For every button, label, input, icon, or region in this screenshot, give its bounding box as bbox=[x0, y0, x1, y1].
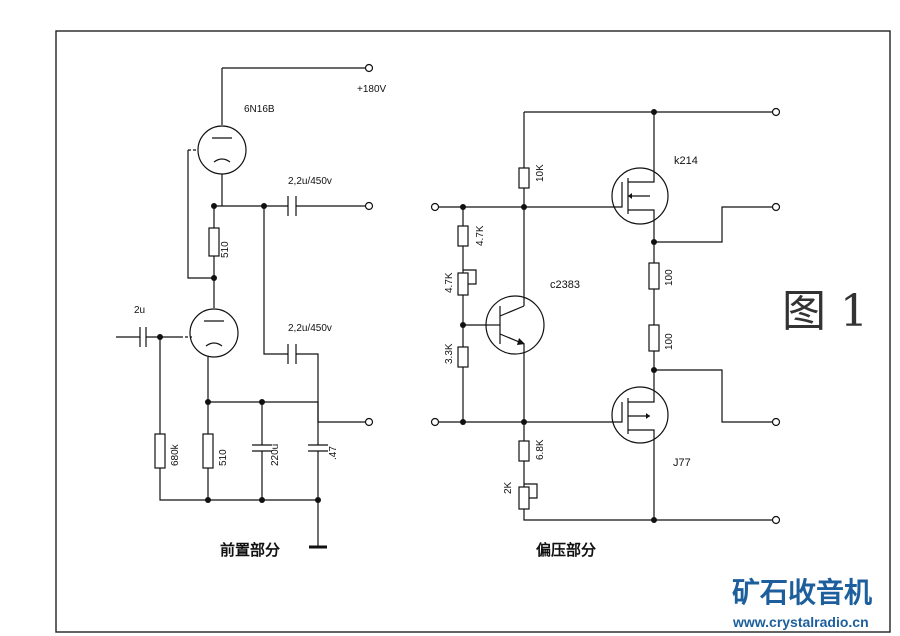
label-r-100-a: 100 bbox=[664, 269, 675, 286]
label-cap-upper: 2,2u/450v bbox=[288, 176, 332, 187]
label-r-10k: 10K bbox=[535, 164, 546, 182]
resistor-100-a bbox=[648, 262, 660, 290]
label-r-grid: 680k bbox=[170, 443, 181, 466]
bias-circuit bbox=[430, 107, 781, 525]
drawing-frame bbox=[55, 30, 891, 633]
label-r-100-b: 100 bbox=[664, 333, 675, 350]
label-cap-047: .47 bbox=[328, 446, 339, 460]
label-r-47k: 4.7K bbox=[475, 225, 486, 246]
label-r-33k: 3.3K bbox=[444, 343, 455, 364]
mosfet-j77 bbox=[611, 386, 669, 444]
label-cap-220u: 220u bbox=[270, 444, 281, 466]
capacitor-220u bbox=[252, 444, 272, 452]
resistor-6.8k bbox=[518, 440, 530, 462]
transistor-c2383 bbox=[485, 295, 545, 355]
tube-upper bbox=[188, 125, 247, 206]
label-pot-47k: 4.7K bbox=[444, 272, 455, 293]
tube-lower bbox=[180, 308, 239, 402]
label-r-cathode: 510 bbox=[218, 449, 229, 466]
output-terminal-lower bbox=[364, 417, 374, 427]
watermark-title: 矿石收音机 bbox=[732, 576, 872, 609]
label-transistor: c2383 bbox=[550, 279, 580, 291]
capacitor-047 bbox=[308, 444, 328, 452]
label-mos-bot: J77 bbox=[673, 457, 691, 469]
label-supply: +180V bbox=[357, 84, 387, 95]
caption-preamp: 前置部分 bbox=[220, 541, 280, 559]
resistor-510-cathode bbox=[202, 433, 214, 469]
terminal-bottom-rail bbox=[771, 515, 781, 525]
resistor-3.3k bbox=[457, 346, 469, 368]
label-pot-2k: 2K bbox=[503, 481, 514, 494]
caption-figure: 图 1 bbox=[782, 286, 868, 337]
watermark-url: www.crystalradio.cn bbox=[732, 614, 869, 630]
label-6n16b: 6N16B bbox=[244, 104, 275, 115]
terminal-right-upper bbox=[771, 202, 781, 212]
caption-bias: 偏压部分 bbox=[536, 541, 596, 559]
potentiometer-2k bbox=[518, 486, 530, 510]
potentiometer-4.7k bbox=[457, 272, 469, 296]
terminal-top-rail bbox=[771, 107, 781, 117]
label-r-anode: 510 bbox=[220, 241, 231, 258]
label-cap-lower: 2,2u/450v bbox=[288, 323, 332, 334]
resistor-100-b bbox=[648, 324, 660, 352]
mosfet-k214 bbox=[611, 167, 669, 225]
preamp-circuit bbox=[116, 63, 374, 549]
label-mos-top: k214 bbox=[674, 155, 698, 167]
terminal-left-top bbox=[430, 202, 440, 212]
supply-terminal bbox=[364, 63, 374, 73]
resistor-4.7k bbox=[457, 225, 469, 247]
terminal-right-lower bbox=[771, 417, 781, 427]
resistor-10k bbox=[518, 167, 530, 189]
resistor-680k bbox=[154, 433, 166, 469]
label-r-68k: 6.8K bbox=[535, 439, 546, 460]
output-terminal-upper bbox=[364, 201, 374, 211]
terminal-left-bottom bbox=[430, 417, 440, 427]
resistor-510-anode bbox=[208, 227, 220, 257]
label-cap-in: 2u bbox=[134, 305, 145, 316]
